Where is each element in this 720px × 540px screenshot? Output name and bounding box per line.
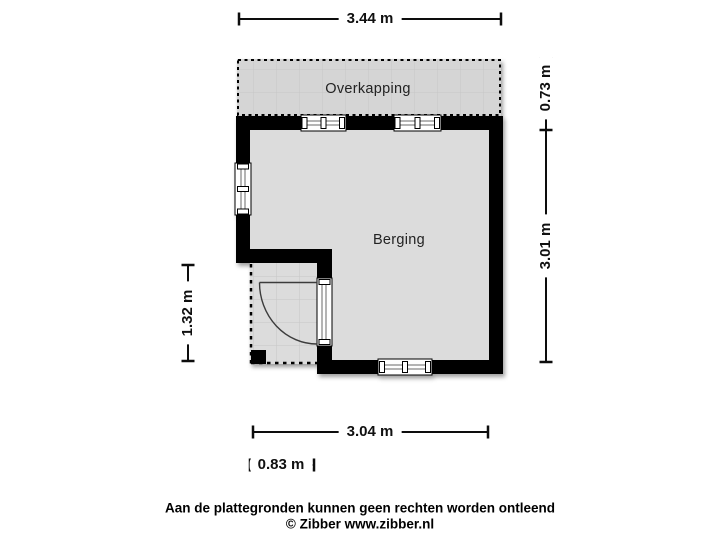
canopy-tiles bbox=[237, 59, 501, 116]
floor-plan bbox=[234, 59, 503, 376]
porch-pillar bbox=[251, 350, 266, 364]
porch-area bbox=[249, 263, 318, 365]
door-swing-arc bbox=[258, 282, 318, 345]
porch-tiles bbox=[250, 263, 318, 364]
dimension-label-room-depth: 3.01 m bbox=[536, 214, 556, 278]
canopy-dashed-border bbox=[237, 59, 501, 116]
window-left bbox=[234, 162, 252, 216]
wall-right bbox=[489, 116, 503, 374]
door bbox=[258, 277, 333, 347]
wall-door-jamb-top bbox=[317, 263, 332, 278]
canopy-area bbox=[237, 59, 501, 116]
footer-credit: © Zibber www.zibber.nl bbox=[285, 516, 435, 532]
dimension-label-width-bottom: 3.04 m bbox=[338, 422, 402, 442]
dimension-label-porch-depth: 1.32 m bbox=[178, 281, 198, 345]
dimension-label-width-top: 3.44 m bbox=[338, 9, 402, 29]
dimension-label-canopy-depth: 0.73 m bbox=[536, 56, 556, 120]
footer-disclaimer: Aan de plattegronden kunnen geen rechten… bbox=[164, 500, 556, 516]
room-label-berging: Berging bbox=[372, 232, 426, 248]
window-top-right bbox=[393, 114, 442, 132]
dimension-label-porch-width: 0.83 m bbox=[249, 455, 313, 475]
window-bottom bbox=[377, 358, 433, 376]
window-top-left bbox=[300, 114, 347, 132]
canopy-label: Overkapping bbox=[325, 81, 411, 97]
wall-top bbox=[236, 116, 503, 130]
wall-door-jamb-bottom bbox=[317, 346, 332, 374]
wall-interior-horizontal bbox=[236, 249, 332, 263]
